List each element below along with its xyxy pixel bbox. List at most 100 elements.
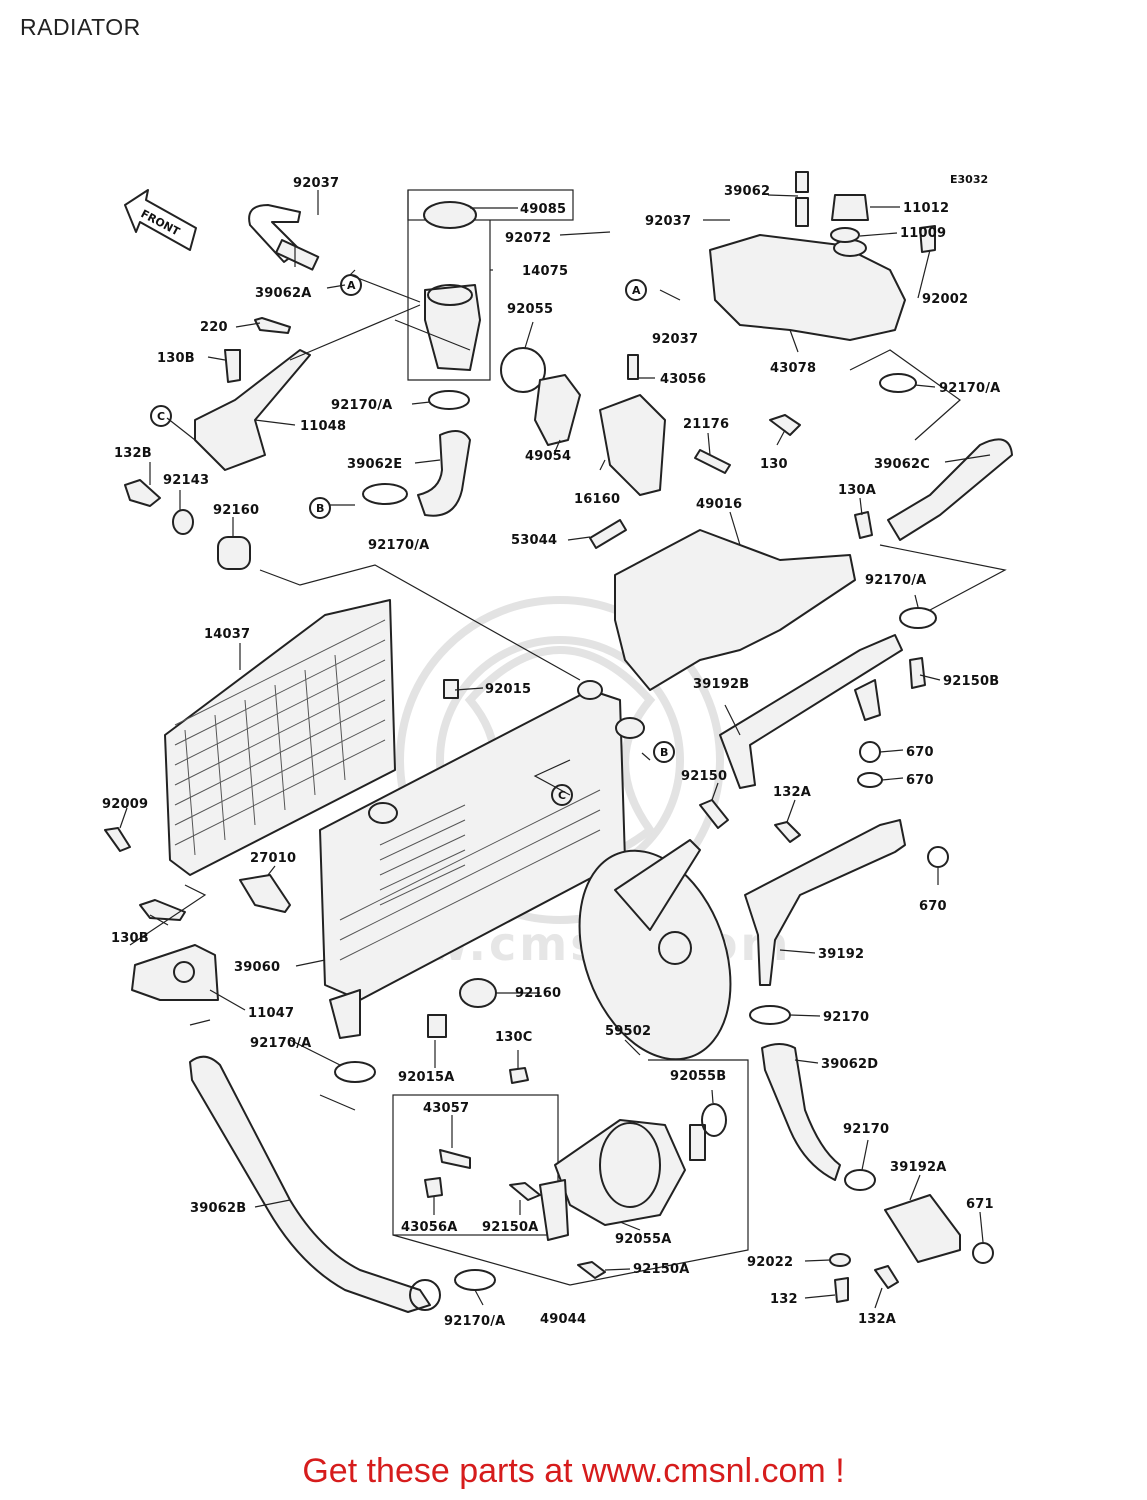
cooling-fan-icon [578,849,732,1061]
water-pipe-icon [744,819,906,986]
part-number: 92170/A [331,398,392,413]
o-ring-icon [927,846,949,868]
ref-circle-c: C [150,405,172,427]
diagram-code: E3032 [950,173,988,186]
leader-lines [119,190,1007,1309]
bolt-icon [509,1067,529,1084]
part-number: 92150 [681,769,727,784]
hose-piece-icon [795,197,809,227]
ref-circle-c: C [551,784,573,806]
bolt-icon [854,511,873,539]
part-number: 49044 [540,1312,586,1327]
part-number: 39192 [818,947,864,962]
hose-clamp-icon [454,1269,496,1291]
bolt-icon [124,479,161,507]
thermostat-icon [534,374,581,446]
hose-joint-icon [275,238,320,271]
part-number: 130 [760,457,788,472]
part-number: 39062 [724,184,770,199]
bolt-icon [104,827,131,852]
radiator-guard-icon [614,529,856,691]
radiator-inlet-icon [615,717,645,739]
bolt-icon [254,317,291,334]
svg-text:A: A [347,279,356,292]
part-number: 92150A [633,1262,690,1277]
part-number: 39062D [821,1057,878,1072]
part-number: 92037 [652,332,698,347]
water-pipe-icon [719,634,903,789]
bolt-icon [769,414,801,436]
part-number: 92055A [615,1232,672,1247]
part-number: 43056 [660,372,706,387]
hose-icon [248,204,301,263]
svg-text:B: B [660,746,668,759]
part-number: 92009 [102,797,148,812]
grommet-icon [172,509,194,535]
part-number: 39192A [890,1160,947,1175]
part-number: 11012 [903,201,949,216]
ref-circle-b: B [653,741,675,763]
fan-switch-icon [239,874,291,913]
part-number: 132A [773,785,811,800]
reserve-cap-icon [831,194,869,221]
bolt-icon [424,1177,443,1198]
part-number: 92037 [293,176,339,191]
fan-bracket-icon [614,839,701,931]
washer-icon [829,1253,851,1267]
part-number: 39192B [693,677,749,692]
pump-bracket-icon [439,1149,471,1169]
shroud-grid [174,619,386,856]
page-title: RADIATOR [20,14,141,40]
pin-icon [589,519,627,549]
part-number: 39062E [347,457,402,472]
pump-outlet-icon [539,1179,569,1241]
part-number: 59502 [605,1024,651,1039]
bolt-icon [577,1261,606,1279]
promo-banner-link[interactable]: Get these parts at www.cmsnl.com ! [302,1452,845,1490]
part-number: 14037 [204,627,250,642]
part-number: 132B [114,446,152,461]
part-number: 49054 [525,449,571,464]
part-number: 49016 [696,497,742,512]
part-number: 43078 [770,361,816,376]
o-ring-icon [972,1242,994,1264]
ref-circle-a: A [340,274,362,296]
part-number: 132 [770,1292,798,1307]
radiator-filler-icon [368,802,398,824]
part-number: 43057 [423,1101,469,1116]
o-ring-icon [859,741,881,763]
part-number: 43056A [401,1220,458,1235]
part-number: 92055 [507,302,553,317]
reserve-tank-icon [709,234,906,341]
part-number: 670 [906,745,934,760]
bolt-icon [874,1265,899,1289]
part-number: 92002 [922,292,968,307]
cap-seal-icon [830,227,860,243]
hose-clamp-icon [879,373,917,393]
part-number: 11048 [300,419,346,434]
part-number: 92037 [645,214,691,229]
bleed-bolt-icon [627,354,639,380]
o-ring-icon [500,347,546,393]
hose-piece-icon [795,171,809,193]
o-ring-icon [599,1122,661,1208]
part-number: 130B [157,351,195,366]
part-number: 92055B [670,1069,726,1084]
part-number: 39062A [255,286,312,301]
part-number: 49085 [520,202,566,217]
ref-circle-b: B [309,497,331,519]
bolt-icon [224,349,241,383]
part-number: 92170 [843,1122,889,1137]
pump-shaft-icon [689,1124,706,1161]
svg-text:B: B [316,502,324,515]
hose-clamp-icon [844,1169,876,1191]
part-number: 39060 [234,960,280,975]
part-number: 27010 [250,851,296,866]
radiator-neck-icon [577,680,603,700]
o-ring-icon [857,772,883,788]
bolt-icon [699,799,729,829]
exploded-parts-diagram: www.cmsnl.com FRONT E3032 [102,171,1013,1329]
hose-icon [417,430,471,517]
radiator-cap-icon [423,201,477,229]
bolt-icon [509,1182,541,1201]
